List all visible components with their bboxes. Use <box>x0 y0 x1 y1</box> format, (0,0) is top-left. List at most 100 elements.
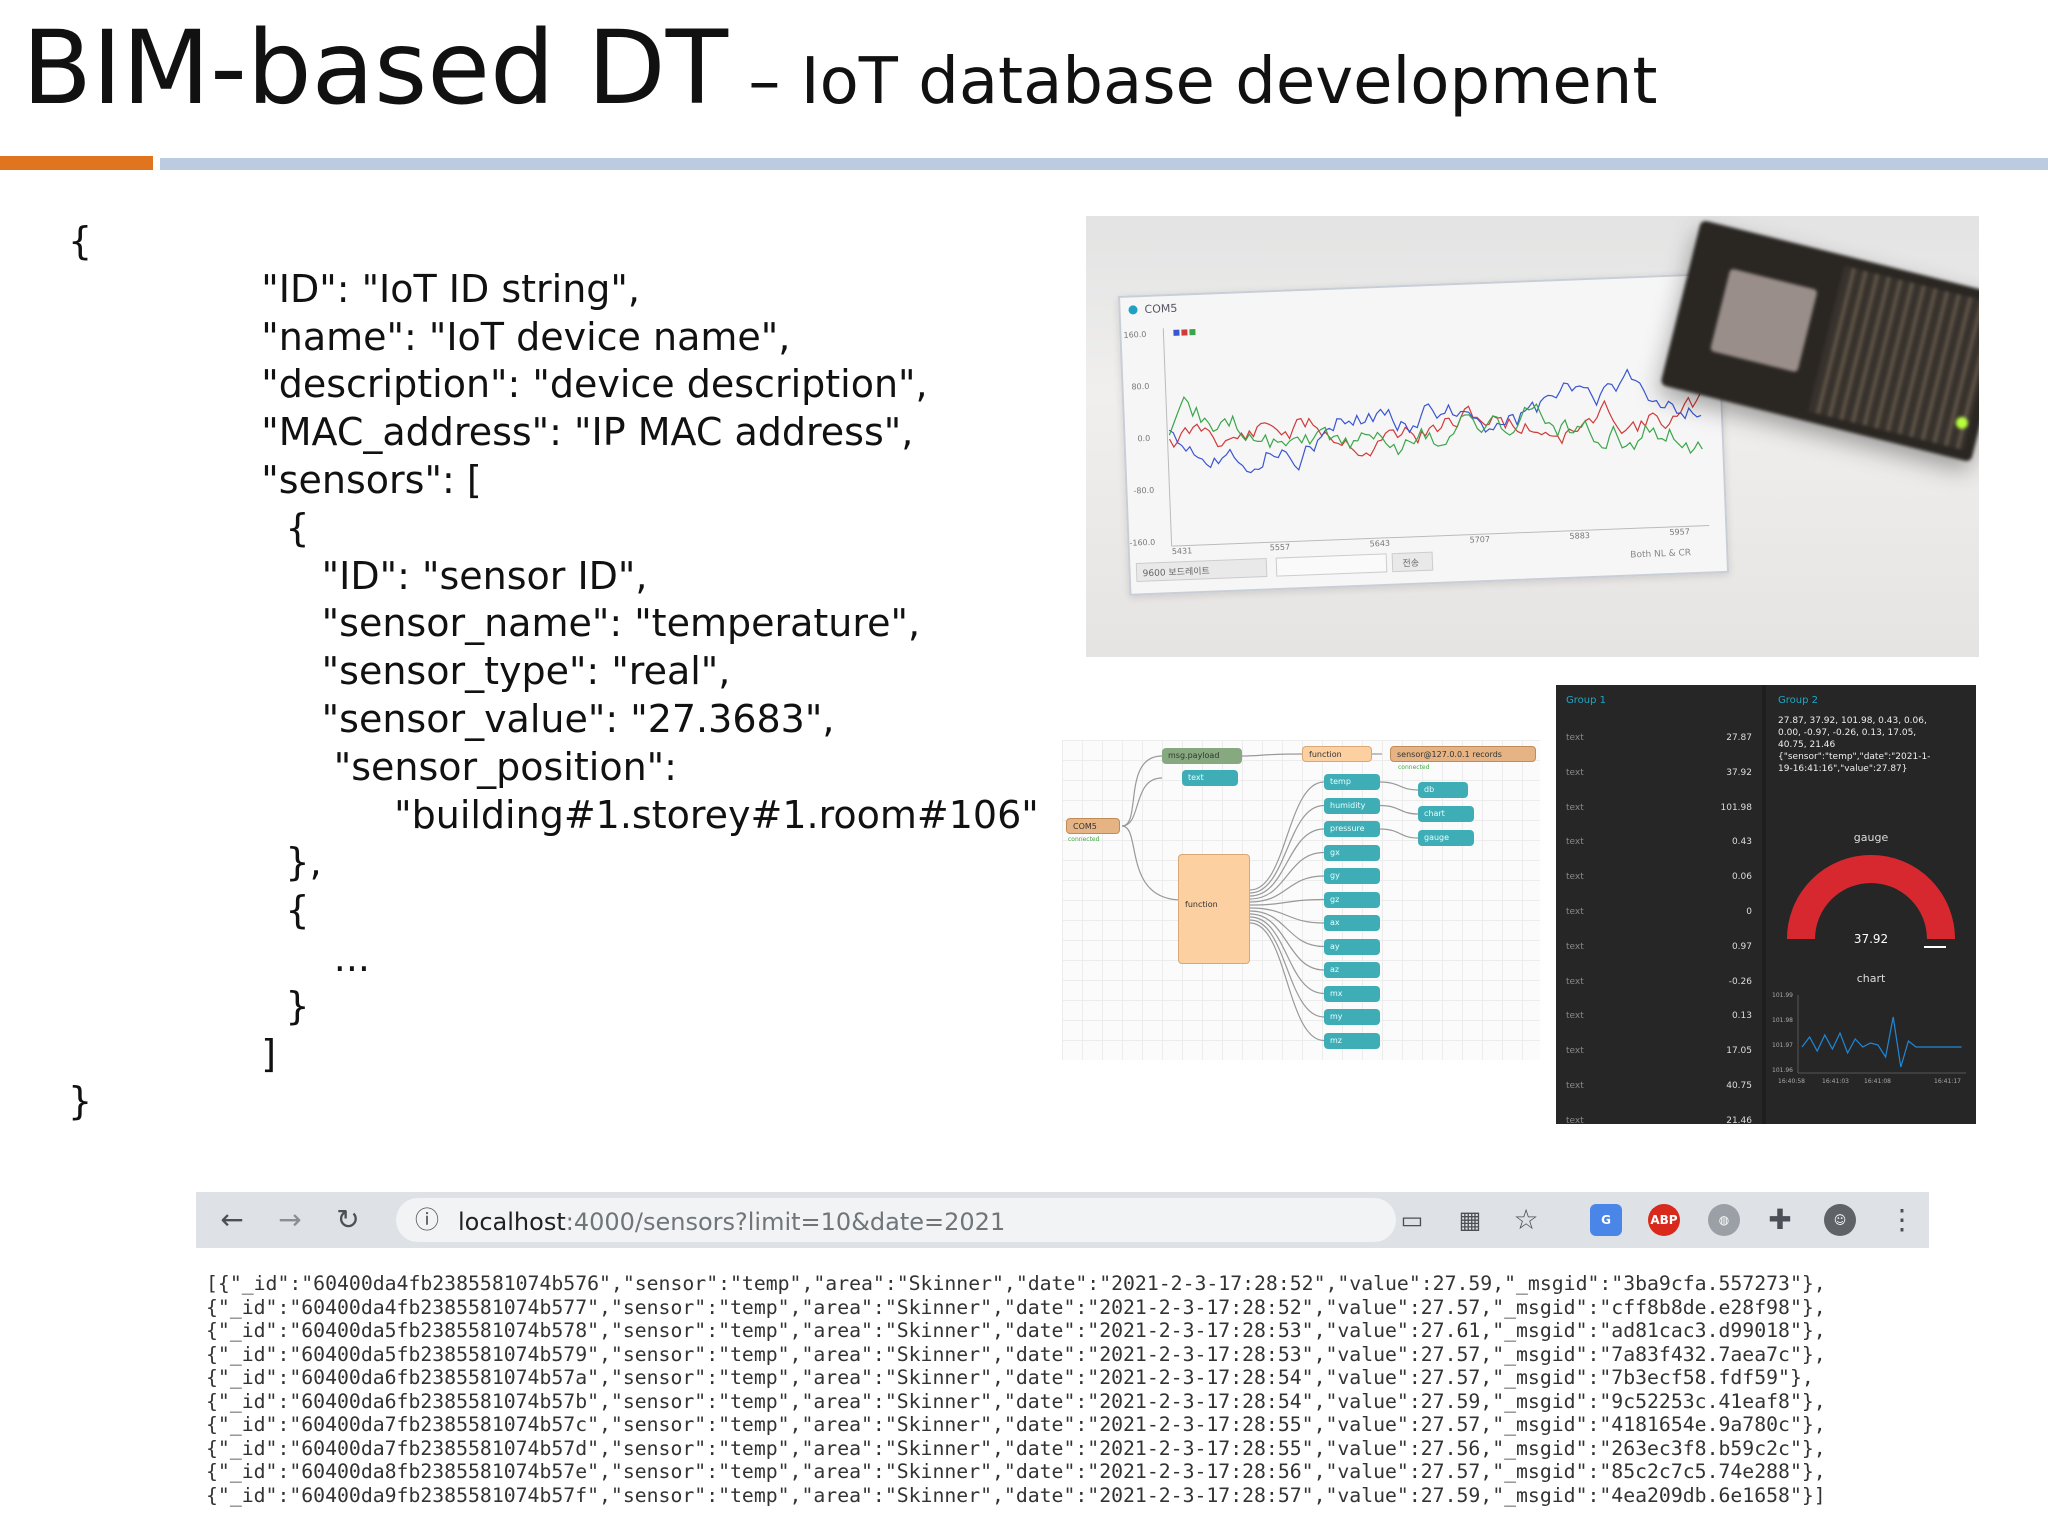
flow-wire <box>1379 781 1419 791</box>
chart-x-tick: 16:41:17 <box>1934 1078 1961 1085</box>
flow-wire <box>1249 907 1325 924</box>
dashboard-row-label: text <box>1566 1115 1584 1124</box>
output-node-gx[interactable]: gx <box>1324 844 1380 861</box>
dashboard-row-value: 0 <box>1746 907 1752 917</box>
ui-node-label: gauge <box>1424 833 1450 842</box>
output-node-gz[interactable]: gz <box>1324 891 1380 908</box>
browser-toolbar: ← → ↻ ⓘ localhost:4000/sensors?limit=10&… <box>196 1192 1929 1248</box>
mqtt-node[interactable]: sensor@127.0.0.1 records <box>1390 746 1536 762</box>
bookmark-star-icon[interactable]: ☆ <box>1513 1203 1539 1236</box>
flow-wire <box>1249 913 1325 971</box>
iot-json-schema: { "ID": "IoT ID string", "name": "IoT de… <box>68 218 1039 1126</box>
mqtt-status: connected <box>1398 764 1430 771</box>
adblock-icon[interactable]: ABP <box>1648 1204 1680 1236</box>
send-button-label: 전송 <box>1402 558 1419 570</box>
line-ending-select: Both NL & CR <box>1630 548 1691 560</box>
baud-select <box>1135 557 1268 583</box>
output-node-pressure[interactable]: pressure <box>1324 821 1380 837</box>
gauge-widget: 37.92 <box>1787 855 1955 948</box>
dashboard-group-2: Group 2 27.87, 37.92, 101.98, 0.43, 0.06… <box>1766 685 1976 1124</box>
schema-line: "sensors": [ <box>68 457 482 502</box>
plot-series-blue <box>1168 368 1702 474</box>
group-2-text-line: 40.75, 21.46 <box>1778 740 1836 750</box>
board-pins <box>1808 265 1979 451</box>
schema-line: "MAC_address": "IP MAC address", <box>68 410 914 455</box>
back-arrow-icon[interactable]: ← <box>220 1203 244 1236</box>
debug-node[interactable]: msg.payload <box>1162 748 1242 764</box>
menu-kebab-icon[interactable]: ⋮ <box>1888 1203 1916 1236</box>
flow-wire <box>1249 910 1325 948</box>
function-node-top[interactable]: function <box>1302 746 1372 762</box>
schema-line: "sensor_type": "real", <box>68 649 731 694</box>
title-accent-bar <box>0 156 153 170</box>
profile-avatar[interactable]: ☺ <box>1824 1204 1856 1236</box>
text-node[interactable]: text <box>1182 770 1238 786</box>
extensions-puzzle-icon[interactable]: ✚ <box>1768 1203 1792 1236</box>
output-node-label: pressure <box>1330 824 1365 833</box>
translate-icon[interactable]: G <box>1590 1204 1622 1236</box>
schema-line: "name": "IoT device name", <box>68 314 791 359</box>
reload-icon[interactable]: ↻ <box>336 1203 360 1236</box>
flow-wire <box>1249 922 1325 1042</box>
ui-gauge-node[interactable]: gauge <box>1418 830 1474 846</box>
output-node-label: gx <box>1330 847 1340 857</box>
plot-x-tick: 5557 <box>1270 543 1291 553</box>
json-record-line: {"_id":"60400da6fb2385581074b57b","senso… <box>206 1389 1826 1413</box>
schema-line: "ID": "sensor ID", <box>68 553 648 598</box>
json-response: [{"_id":"60400da4fb2385581074b576","sens… <box>206 1272 1826 1507</box>
legend-swatch-icon <box>1173 329 1180 336</box>
chart-x-tick: 16:41:08 <box>1864 1078 1891 1085</box>
slide-title: BIM-based DT – IoT database development <box>22 18 1657 120</box>
qr-code-icon[interactable]: ▦ <box>1458 1206 1482 1234</box>
serial-node[interactable]: COM5 <box>1066 818 1120 834</box>
dashboard-row-value: 17.05 <box>1726 1046 1752 1057</box>
cast-icon[interactable]: ▭ <box>1400 1206 1424 1234</box>
chart-x-tick: 16:41:03 <box>1822 1078 1849 1085</box>
output-node-my[interactable]: my <box>1324 1009 1380 1025</box>
output-node-label: humidity <box>1330 800 1366 810</box>
serial-status: connected <box>1068 836 1100 843</box>
site-info-icon[interactable]: ⓘ <box>415 1206 439 1234</box>
output-node-label: az <box>1330 965 1340 974</box>
ui-db-node[interactable]: db <box>1418 782 1468 798</box>
address-url[interactable]: localhost:4000/sensors?limit=10&date=202… <box>458 1208 1005 1236</box>
function-node-main[interactable]: function <box>1178 854 1250 964</box>
output-node-label: gz <box>1330 894 1340 904</box>
globe-icon[interactable]: ◍ <box>1708 1204 1740 1236</box>
chart-y-tick: 101.99 <box>1772 992 1793 999</box>
output-node-label: temp <box>1330 777 1351 786</box>
output-node-gy[interactable]: gy <box>1324 868 1380 884</box>
json-record-line: {"_id":"60400da5fb2385581074b579","senso… <box>206 1342 1826 1366</box>
output-node-mz[interactable]: mz <box>1324 1032 1380 1049</box>
json-record-line: {"_id":"60400da4fb2385581074b577","senso… <box>206 1295 1826 1319</box>
dashboard-row-value: 0.13 <box>1731 1011 1752 1022</box>
output-node-humidity[interactable]: humidity <box>1324 797 1380 814</box>
schema-line: }, <box>68 840 322 885</box>
dashboard-row-label: text <box>1566 907 1584 917</box>
forward-arrow-icon[interactable]: → <box>278 1203 302 1236</box>
title-divider-bar <box>160 158 2048 170</box>
slide-title-main: BIM-based DT <box>22 9 729 128</box>
url-host: localhost <box>458 1208 566 1236</box>
plot-x-tick: 5643 <box>1370 539 1391 549</box>
send-button <box>1391 551 1434 573</box>
mini-chart: 101.99 101.98 101.97 101.96 16:40:58 16:… <box>1772 992 1966 1085</box>
schema-line: ... <box>68 935 370 980</box>
output-node-mx[interactable]: mx <box>1324 985 1380 1002</box>
dashboard-row-value: 27.87 <box>1726 733 1752 743</box>
output-node-az[interactable]: az <box>1324 962 1380 978</box>
ui-node-label: chart <box>1424 809 1445 818</box>
address-bar[interactable]: ⓘ localhost:4000/sensors?limit=10&date=2… <box>396 1198 1396 1242</box>
output-node-temp[interactable]: temp <box>1324 774 1380 790</box>
output-node-ax[interactable]: ax <box>1324 915 1380 931</box>
node-red-flow: COM5 connected msg.payload text function… <box>1062 740 1540 1060</box>
ui-chart-node[interactable]: chart <box>1418 806 1474 822</box>
plot-x-tick: 5707 <box>1469 535 1490 545</box>
dashboard-row-label: text <box>1566 767 1584 778</box>
flow-wire <box>1249 828 1325 897</box>
output-node-label: mz <box>1330 1035 1342 1045</box>
flow-wire <box>1249 916 1325 995</box>
chart-y-tick: 101.98 <box>1772 1017 1793 1024</box>
output-node-ay[interactable]: ay <box>1324 938 1380 955</box>
group-2-text-line: 27.87, 37.92, 101.98, 0.43, 0.06, <box>1778 716 1927 726</box>
